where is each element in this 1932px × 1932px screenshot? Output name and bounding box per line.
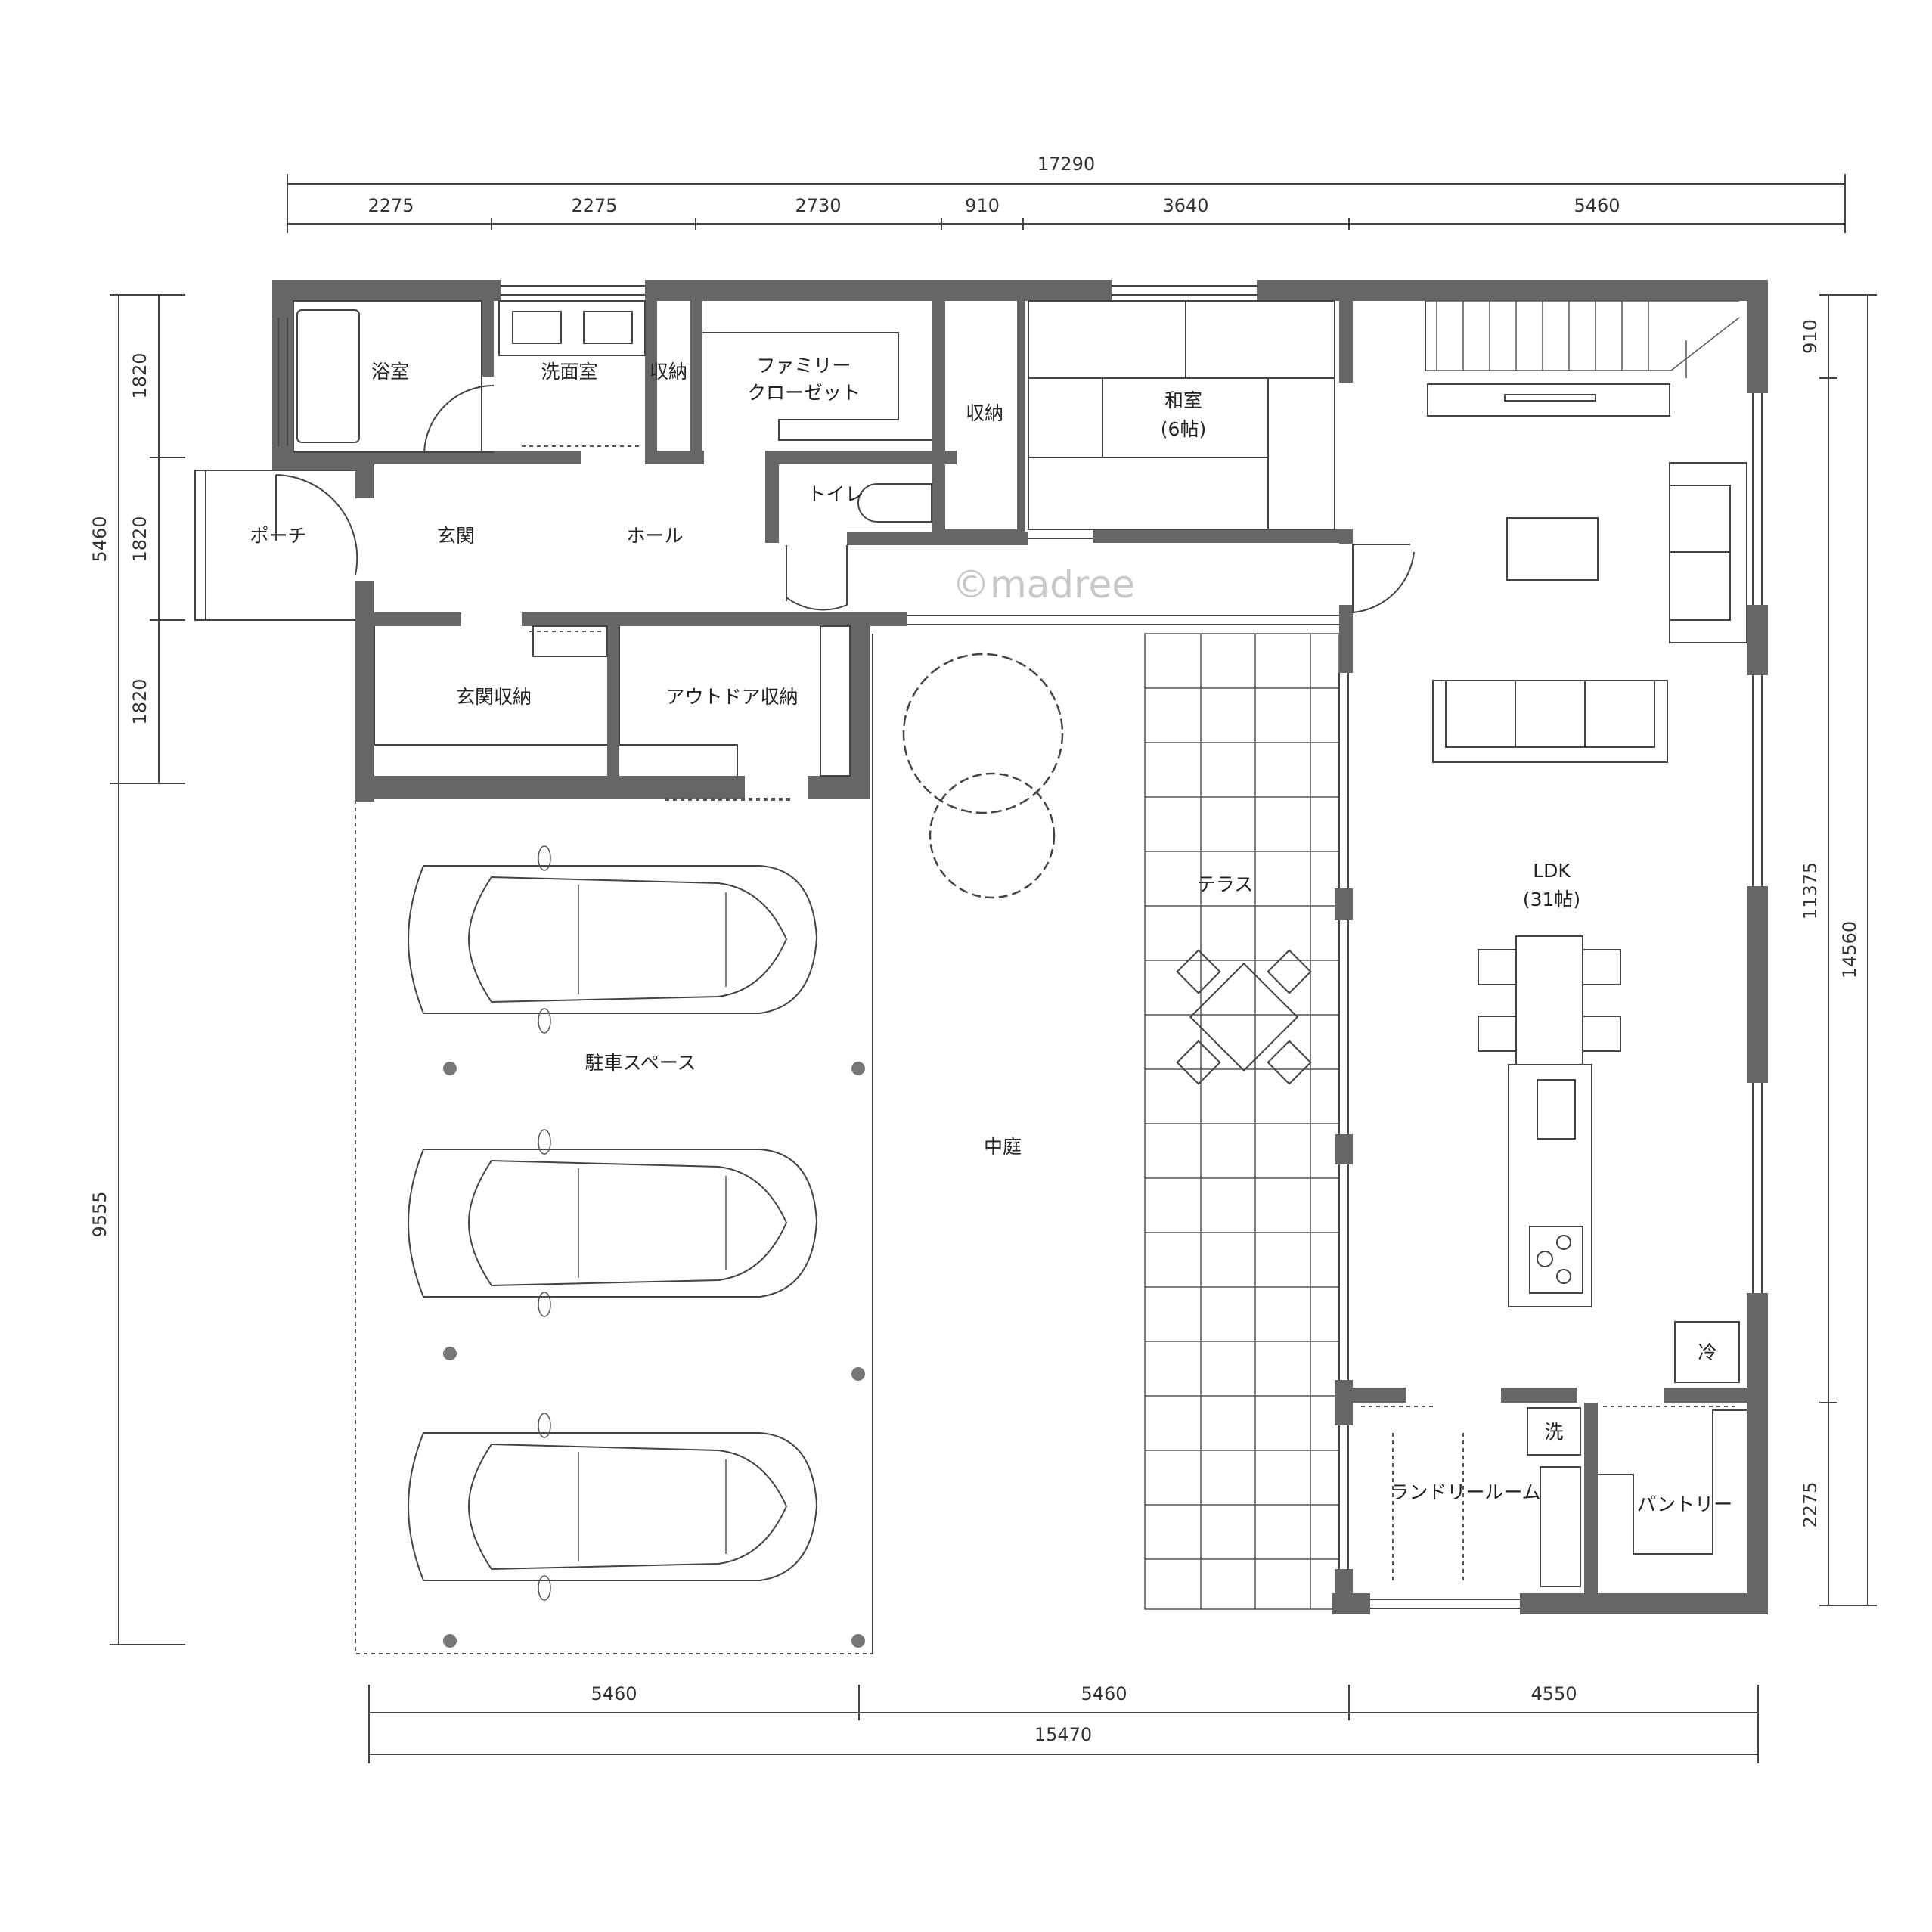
label-washroom: 洗面室 [541, 361, 597, 383]
label-laundry-room: ランドリールーム [1390, 1481, 1540, 1503]
dim-left-upper-total: 5460 [89, 516, 110, 562]
label-washer: 洗 [1544, 1421, 1563, 1443]
label-bath: 浴室 [371, 361, 409, 383]
room-labels: 浴室 洗面室 収納 ファミリー クローゼット 収納 和室 (6帖) トイレ ポー… [250, 355, 1732, 1515]
dim-right-1: 910 [1800, 319, 1821, 354]
exterior-areas [194, 470, 1340, 1654]
dim-bottom-1: 5460 [591, 1683, 637, 1704]
watermark: ©madree [952, 563, 1135, 606]
washing-machine [1527, 1407, 1581, 1456]
sofa-right [1669, 462, 1747, 643]
sofa-bottom [1432, 680, 1668, 763]
label-japanese-room: 和室 [1164, 389, 1202, 411]
terrace-table [1176, 949, 1312, 1085]
label-courtyard: 中庭 [984, 1136, 1022, 1158]
dim-bottom-2: 5460 [1081, 1683, 1127, 1704]
dim-top-4: 910 [965, 195, 1000, 216]
toilet-bowl [857, 483, 932, 523]
stairs [1425, 300, 1740, 417]
label-outdoor-storage: アウトドア収納 [665, 686, 798, 708]
dim-right-3: 2275 [1800, 1481, 1821, 1527]
bathtub [296, 309, 360, 443]
dim-bottom-total: 15470 [1034, 1724, 1092, 1745]
dim-top-6: 5460 [1574, 195, 1620, 216]
label-family-closet-1: ファミリー [756, 355, 851, 377]
car-2 [407, 1129, 818, 1317]
label-pantry: パントリー [1637, 1493, 1732, 1515]
label-ldk: LDK [1533, 860, 1571, 882]
cars [407, 845, 865, 1648]
dimension-labels: 17290 2275 2275 2730 910 3640 5460 5460 … [89, 154, 1860, 1745]
label-ldk-size: (31帖) [1523, 888, 1580, 910]
dim-left-2: 1820 [129, 516, 150, 562]
label-storage-2: 収納 [966, 402, 1003, 424]
dining-set [1478, 935, 1621, 1065]
dim-top-3: 2730 [795, 195, 841, 216]
dim-left-3: 1820 [129, 678, 150, 724]
dim-right-2: 11375 [1800, 862, 1821, 919]
label-entrance: 玄関 [437, 525, 475, 547]
label-entrance-storage: 玄関収納 [456, 686, 532, 708]
dim-right-total: 14560 [1839, 921, 1860, 978]
label-hall: ホール [626, 525, 683, 547]
walls [272, 280, 1768, 1614]
dimension-lines [110, 174, 1877, 1763]
label-toilet: トイレ [807, 483, 864, 505]
dim-bottom-3: 4550 [1530, 1683, 1577, 1704]
label-terrace: テラス [1197, 873, 1254, 895]
label-storage-1: 収納 [650, 361, 687, 383]
vanity [498, 300, 646, 356]
dim-top-2: 2275 [571, 195, 617, 216]
doors [275, 384, 1739, 1407]
dim-left-lower: 9555 [89, 1191, 110, 1237]
dim-top-5: 3640 [1162, 195, 1208, 216]
tree-icon [902, 653, 1064, 899]
refrigerator [1674, 1321, 1740, 1383]
label-refrigerator: 冷 [1698, 1341, 1716, 1363]
car-1 [407, 845, 818, 1034]
dim-left-1: 1820 [129, 352, 150, 398]
coffee-table [1506, 517, 1599, 581]
terrace-tiles [1144, 633, 1340, 1610]
kitchen-counter [1508, 1064, 1592, 1307]
label-porch: ポーチ [250, 525, 306, 547]
car-3 [407, 1413, 818, 1601]
dim-top-1: 2275 [367, 195, 414, 216]
fixtures [293, 300, 1747, 1587]
label-japanese-room-size: (6帖) [1161, 418, 1206, 440]
label-family-closet-2: クローゼット [747, 382, 861, 404]
dim-top-total: 17290 [1037, 154, 1095, 175]
label-parking: 駐車スペース [585, 1052, 696, 1074]
